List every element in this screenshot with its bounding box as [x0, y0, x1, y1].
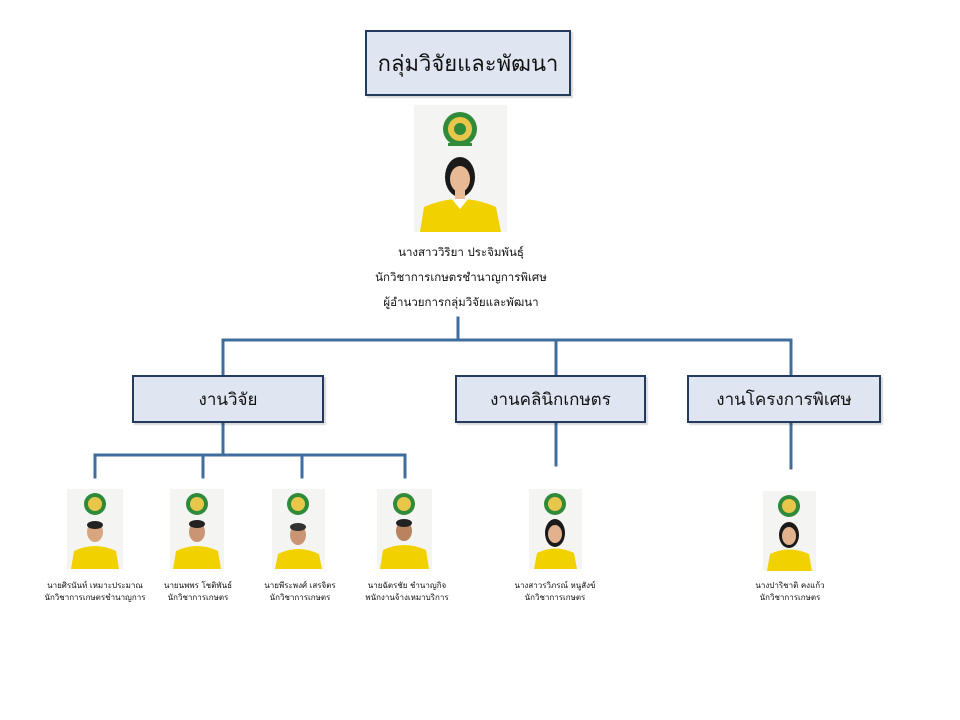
staff-name: นายฉัตรชัย ชำนาญกิจ — [367, 581, 447, 590]
section-research-box: งานวิจัย — [132, 375, 324, 423]
staff-position: นักวิชาการเกษตรชำนาญการ — [44, 593, 146, 603]
head-caption: นางสาววิริยา ประจิมพันธุ์ นักวิชาการเกษต… — [330, 240, 592, 315]
staff-caption: นายนพพร โชติพันธ์ นักวิชาการเกษตร — [143, 580, 253, 605]
head-photo — [414, 105, 507, 232]
head-role: ผู้อำนวยการกลุ่มวิจัยและพัฒนา — [383, 295, 539, 309]
head-name: นางสาววิริยา ประจิมพันธุ์ — [398, 245, 524, 259]
staff-photo — [377, 489, 432, 569]
staff-name: นางปาริชาติ คงแก้ว — [755, 581, 825, 590]
staff-name: นางสาวรวิภรณ์ หนูสังข์ — [514, 581, 596, 590]
staff-position: นักวิชาการเกษตร — [759, 593, 821, 603]
section-special-box: งานโครงการพิเศษ — [687, 375, 881, 423]
staff-caption: นางสาวรวิภรณ์ หนูสังข์ นักวิชาการเกษตร — [495, 580, 615, 605]
staff-photo — [529, 489, 582, 569]
staff-caption: นายฉัตรชัย ชำนาญกิจ พนักงานจ้างเหมาบริกา… — [352, 580, 462, 605]
staff-caption: นายศิรนันท์ เหมาะประมาณ นักวิชาการเกษตรช… — [30, 580, 160, 605]
section-label: งานวิจัย — [198, 389, 258, 410]
staff-position: พนักงานจ้างเหมาบริการ — [365, 593, 449, 603]
staff-photo — [272, 489, 325, 569]
staff-name: นายศิรนันท์ เหมาะประมาณ — [47, 581, 143, 590]
staff-name: นายพีระพงศ์ เสรจิตร — [264, 581, 336, 590]
staff-position: นักวิชาการเกษตร — [524, 593, 586, 603]
section-label: งานคลินิกเกษตร — [490, 389, 611, 410]
section-clinic-box: งานคลินิกเกษตร — [455, 375, 646, 423]
section-label: งานโครงการพิเศษ — [716, 389, 852, 410]
staff-position: นักวิชาการเกษตร — [269, 593, 331, 603]
staff-caption: นางปาริชาติ คงแก้ว นักวิชาการเกษตร — [735, 580, 845, 605]
head-position: นักวิชาการเกษตรชำนาญการพิเศษ — [375, 270, 547, 284]
group-title-box: กลุ่มวิจัยและพัฒนา — [365, 30, 571, 96]
staff-position: นักวิชาการเกษตร — [167, 593, 229, 603]
group-title: กลุ่มวิจัยและพัฒนา — [377, 51, 559, 77]
staff-photo — [170, 489, 224, 569]
staff-photo — [67, 489, 123, 569]
staff-name: นายนพพร โชติพันธ์ — [163, 581, 233, 590]
staff-photo — [763, 491, 816, 571]
staff-caption: นายพีระพงศ์ เสรจิตร นักวิชาการเกษตร — [245, 580, 355, 605]
